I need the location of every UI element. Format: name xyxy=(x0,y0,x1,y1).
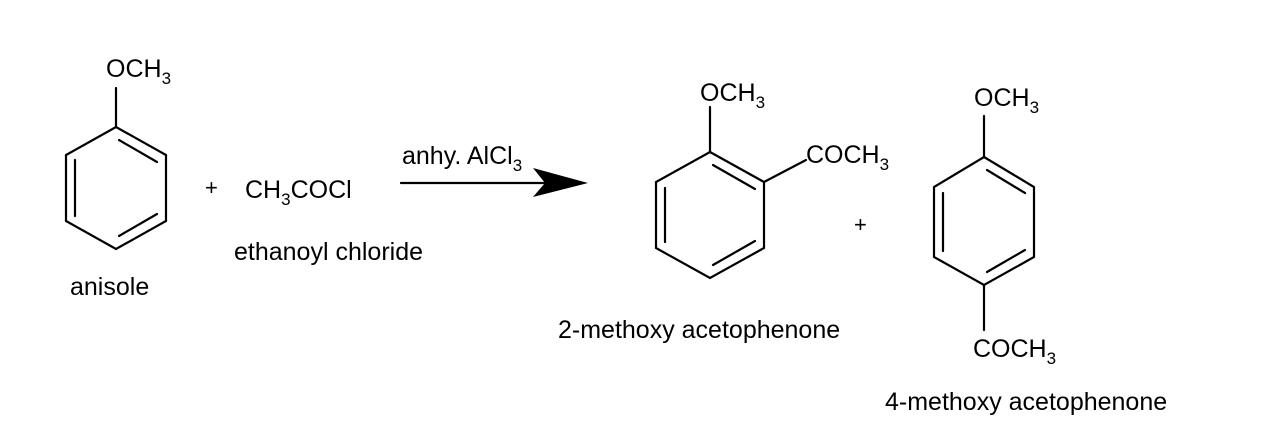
4-methoxy-acetophenone-name: 4-methoxy acetophenone xyxy=(885,388,1167,416)
4-methoxy-acetophenone-structure xyxy=(932,114,1036,332)
substituent-main: OCH xyxy=(974,84,1030,112)
ring-double-bond xyxy=(711,239,757,267)
substituent-subscript: 3 xyxy=(1030,98,1039,117)
substituent-subscript: 3 xyxy=(756,93,765,112)
substituent-subscript: 3 xyxy=(1047,349,1056,368)
substituent-main: COCH xyxy=(973,335,1047,363)
product2-methoxy-label: OCH3 xyxy=(974,84,1039,117)
ring-double-bond xyxy=(117,138,159,164)
substituent-subscript: 3 xyxy=(880,155,889,174)
ring-double-bond xyxy=(985,168,1027,195)
ethanoyl-chloride-formula: CH3COCl xyxy=(245,176,352,209)
substituent-main: OCH xyxy=(700,79,756,107)
acetyl-bond xyxy=(762,158,808,184)
condition-main: anhy. AlCl xyxy=(402,142,513,170)
ethanoyl-chloride-name: ethanoyl chloride xyxy=(234,238,423,266)
substituent-main: OCH xyxy=(106,55,162,83)
formula-part-b: COCl xyxy=(291,176,352,204)
ring-double-bond xyxy=(117,212,159,238)
benzene-ring xyxy=(64,125,168,251)
substituent-subscript: 3 xyxy=(162,69,171,88)
product1-acetyl-label: COCH3 xyxy=(806,141,889,174)
anisole-substituent-label: OCH3 xyxy=(106,55,171,88)
2-methoxy-acetophenone-structure xyxy=(654,105,808,280)
benzene-ring xyxy=(932,155,1036,287)
ring-double-bond xyxy=(711,163,757,191)
substituent-main: COCH xyxy=(806,141,880,169)
reaction-arrow xyxy=(399,168,588,197)
product2-acetyl-label: COCH3 xyxy=(973,335,1056,368)
2-methoxy-acetophenone-name: 2-methoxy acetophenone xyxy=(558,316,840,344)
ring-double-bond xyxy=(985,248,1027,274)
anisole-structure xyxy=(64,86,168,251)
reaction-condition: anhy. AlCl3 xyxy=(402,142,522,175)
plus-sign: + xyxy=(205,175,218,200)
condition-subscript: 3 xyxy=(513,156,522,175)
plus-sign: + xyxy=(854,212,867,237)
formula-subscript: 3 xyxy=(281,190,290,209)
arrow-head xyxy=(533,168,588,197)
benzene-ring xyxy=(654,150,766,280)
product1-methoxy-label: OCH3 xyxy=(700,79,765,112)
anisole-name: anisole xyxy=(70,273,149,301)
formula-part-a: CH xyxy=(245,176,281,204)
